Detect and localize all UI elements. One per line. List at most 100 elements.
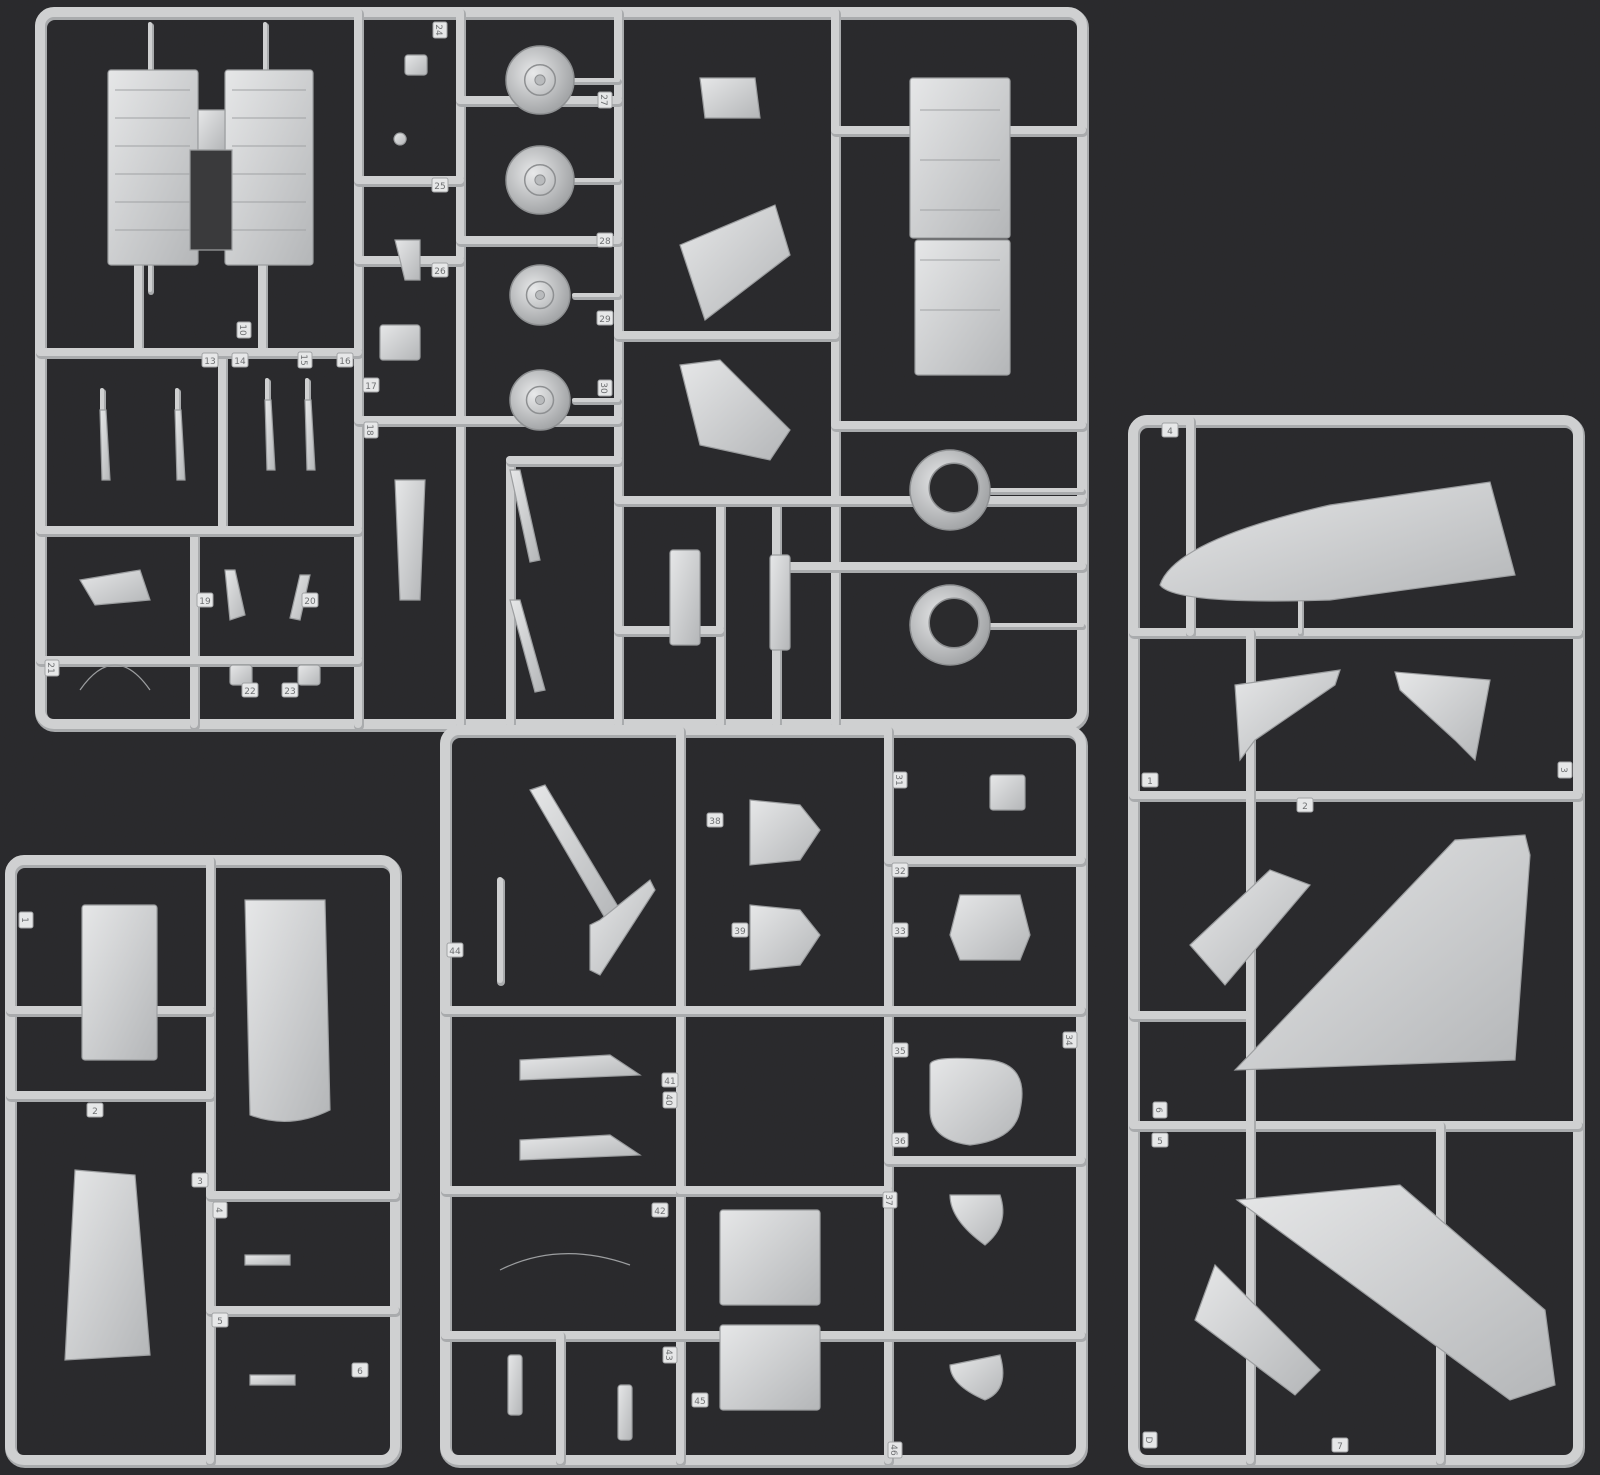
part-number: 43 <box>663 1349 673 1360</box>
ejection-seat <box>679 204 791 321</box>
part-number: 17 <box>365 382 376 392</box>
part-number: 39 <box>734 927 746 937</box>
tab-plate <box>1331 1437 1349 1453</box>
part-number: 19 <box>199 597 211 607</box>
part-number-tab: 5 <box>211 1312 229 1328</box>
tab-plate <box>1296 797 1314 813</box>
nose-wheel-axle <box>535 395 545 405</box>
part-number-tab: 32 <box>891 862 909 878</box>
tab-plate <box>1161 422 1179 438</box>
part-number-tab: 39 <box>731 922 749 938</box>
tab-plate <box>891 922 909 938</box>
linkage-part <box>289 574 311 621</box>
tab-plate <box>351 1362 369 1378</box>
gear-strut <box>174 409 186 481</box>
part-number-tab: 3 <box>191 1172 209 1188</box>
part-number-tab: 38 <box>706 812 724 828</box>
part-number-tab: 43 <box>662 1346 678 1364</box>
panel-strip <box>769 554 791 651</box>
part-number-tab: 6 <box>351 1362 369 1378</box>
linkage-part <box>79 569 151 606</box>
part-number: 42 <box>654 1207 665 1217</box>
tab-plate <box>891 1132 909 1148</box>
part-number: 38 <box>709 817 721 827</box>
small-bracket <box>394 239 421 281</box>
part-number: 2 <box>1302 802 1308 812</box>
tab-plate <box>231 352 249 368</box>
part-number-tab: 2 <box>86 1102 104 1118</box>
rail-part <box>519 1054 642 1081</box>
engine-face-opening <box>928 462 980 514</box>
mirror-part <box>949 1194 1004 1246</box>
part-number-tab: 41 <box>661 1072 679 1088</box>
tab-plate <box>432 21 448 39</box>
tab-plate <box>661 1072 679 1088</box>
tab-plate <box>18 911 34 929</box>
part-number: 26 <box>434 267 446 277</box>
part-number-tab: 35 <box>891 1042 909 1058</box>
part-number-tab: 28 <box>596 232 614 248</box>
part-number-tab: 30 <box>597 379 613 397</box>
part-number: 14 <box>234 357 246 367</box>
part-number: 24 <box>433 24 443 36</box>
tab-plate <box>651 1202 669 1218</box>
main-gear-leg <box>1234 669 1341 762</box>
part-number: 3 <box>1558 767 1568 773</box>
sprue-runners <box>5 7 1585 1468</box>
tab-plate <box>596 232 614 248</box>
engine-face-opening <box>928 597 980 649</box>
part-number: 4 <box>213 1207 223 1213</box>
intake-trunk-upper <box>909 77 1011 239</box>
part-number-tab: 4 <box>1161 422 1179 438</box>
nose-radome <box>1159 481 1516 602</box>
main-wheel-hub <box>523 163 557 197</box>
part-number: 35 <box>894 1047 905 1057</box>
part-number-tab: 6 <box>1152 1101 1168 1119</box>
part-number-tab: 18 <box>363 421 379 439</box>
gear-door-triangle <box>749 904 821 971</box>
part-number: 36 <box>894 1137 906 1147</box>
gear-strut <box>264 399 276 471</box>
part-number: 6 <box>357 1367 363 1377</box>
vertical-tail <box>1233 834 1531 1071</box>
part-number: 25 <box>434 182 445 192</box>
part-number-tab: 20 <box>301 592 319 608</box>
part-number: 2 <box>92 1107 98 1117</box>
part-number-tab: 1 <box>18 911 34 929</box>
part-number-tab: 14 <box>231 352 249 368</box>
part-number-tab: 33 <box>891 922 909 938</box>
part-number-tab: 19 <box>196 592 214 608</box>
part-number-tab: 10 <box>236 321 252 339</box>
part-number-tab: 34 <box>1062 1031 1078 1049</box>
part-number-tab: 15 <box>297 351 313 369</box>
part-number-tab: 31 <box>892 771 908 789</box>
gear-leg <box>509 599 546 693</box>
part-number-tab: 22 <box>241 682 259 698</box>
part-number: 5 <box>217 1317 223 1327</box>
tab-plate <box>201 352 219 368</box>
right-frame <box>1128 415 1583 1465</box>
part-number-tab: 4 <box>212 1201 228 1219</box>
gear-door-arm <box>589 879 656 976</box>
tab-plate <box>887 1441 903 1459</box>
part-number: 32 <box>894 867 905 877</box>
part-number-tab: 27 <box>597 91 613 109</box>
probe-part <box>394 479 426 601</box>
tab-plate <box>1062 1031 1078 1049</box>
nose-wheel-hub <box>525 385 555 415</box>
small-bracket <box>379 324 421 361</box>
part-number-tab: 3 <box>1557 761 1573 779</box>
part-number: D <box>1143 1437 1153 1444</box>
part-number-tab: 7 <box>1331 1437 1349 1453</box>
small-block <box>229 664 253 686</box>
part-number-tab: 36 <box>891 1132 909 1148</box>
rudder-strip <box>1189 869 1312 986</box>
tab-plate <box>596 310 614 326</box>
tab-plate <box>281 682 299 698</box>
part-number-tab: 44 <box>446 942 464 958</box>
nose-wheel-hub <box>525 280 555 310</box>
part-number-tab: 16 <box>336 352 354 368</box>
cockpit-tub-left <box>107 69 199 266</box>
tab-plate <box>1557 761 1573 779</box>
